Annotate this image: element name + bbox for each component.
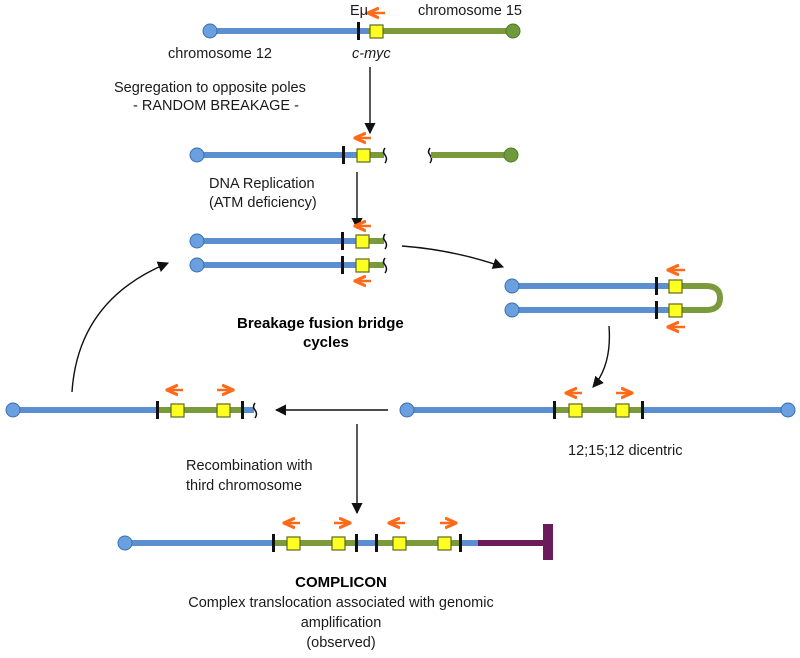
- segregation-line2: - RANDOM BREAKAGE -: [133, 98, 299, 114]
- broken-chromosome-15: [427, 147, 519, 164]
- chr12-telomere: [202, 23, 218, 39]
- bfb-line2: cycles: [303, 334, 349, 351]
- complicon-desc2: amplification: [301, 615, 382, 631]
- arrow-cycle-back: [71, 261, 170, 393]
- cmyc-box: [369, 24, 384, 39]
- complicon-title: COMPLICON: [295, 574, 387, 591]
- replication-line2: (ATM deficiency): [209, 195, 317, 211]
- recombination-line1: Recombination with: [186, 458, 313, 474]
- third-chromosome-end: [543, 524, 553, 560]
- fused-chromatids: [504, 270, 724, 327]
- emu-label: Eμ: [350, 3, 368, 19]
- arrow-to-fusion: [401, 245, 505, 269]
- sister-chromatids: [189, 226, 388, 281]
- segregation-line1: Segregation to opposite poles: [114, 80, 306, 96]
- emu-marker: [357, 22, 360, 40]
- complicon-chromosome: [117, 523, 553, 560]
- broken-chromosome-12: [189, 138, 388, 164]
- complicon-desc1: Complex translocation associated with ge…: [188, 595, 493, 611]
- chromosome15-label: chromosome 15: [418, 3, 522, 19]
- recombination-line2: third chromosome: [186, 478, 302, 494]
- dicentric-chromosome: [399, 393, 796, 419]
- replication-line1: DNA Replication: [209, 176, 315, 192]
- arrow-to-dicentric: [592, 325, 611, 388]
- original-translocation: Eμ chromosome 15 chromosome 12 c-myc: [168, 3, 522, 62]
- complicon-desc3: (observed): [306, 635, 375, 651]
- chr15-telomere: [505, 23, 521, 39]
- chromosome12-label: chromosome 12: [168, 46, 272, 62]
- broken-dicentric: [5, 390, 258, 419]
- cmyc-label: c-myc: [352, 46, 391, 62]
- dicentric-label: 12;15;12 dicentric: [568, 443, 682, 459]
- bfb-line1: Breakage fusion bridge: [237, 315, 404, 332]
